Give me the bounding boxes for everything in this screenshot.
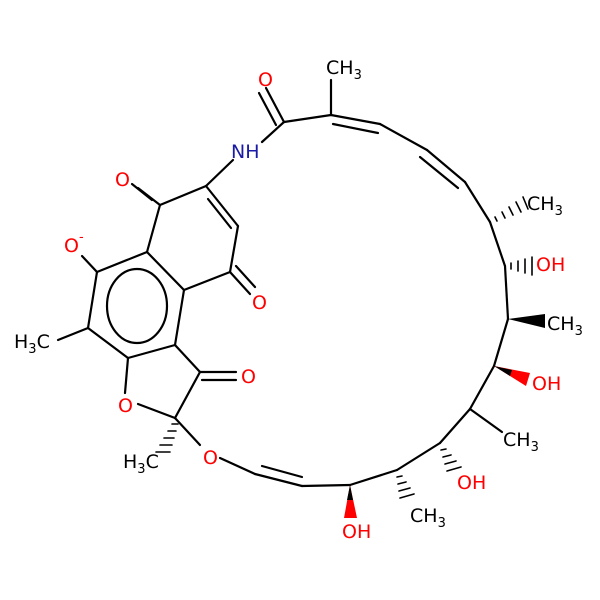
bond bbox=[158, 184, 208, 207]
bond bbox=[218, 456, 257, 476]
bond bbox=[80, 254, 99, 274]
bond bbox=[260, 120, 286, 144]
negative-charge: - bbox=[79, 230, 84, 245]
bond bbox=[418, 155, 460, 190]
hashed-bond bbox=[440, 448, 462, 472]
wedge-bond bbox=[347, 485, 353, 500]
hashed-bond bbox=[494, 196, 529, 222]
bond bbox=[86, 270, 99, 330]
bond bbox=[331, 122, 380, 135]
bond bbox=[468, 364, 496, 411]
label-layer: CH3 O NH O O - O H3C O O H3C O CH3 OH CH… bbox=[14, 57, 583, 543]
bond bbox=[86, 326, 130, 360]
bond-layer bbox=[56, 78, 545, 518]
oxygen-label-furanone: O bbox=[241, 366, 256, 388]
bond bbox=[492, 317, 510, 368]
methyl-label-left: H3C bbox=[14, 331, 50, 357]
bond bbox=[206, 197, 233, 230]
bond bbox=[463, 180, 492, 224]
hashed-bond bbox=[155, 423, 179, 453]
hashed-bond bbox=[510, 256, 533, 276]
aromatic-circle bbox=[105, 267, 169, 345]
bond bbox=[257, 91, 278, 127]
bond bbox=[56, 326, 90, 342]
bond bbox=[204, 184, 240, 228]
wedge-bond bbox=[494, 366, 512, 376]
bond bbox=[488, 220, 507, 268]
methyl-label-top: CH3 bbox=[326, 57, 362, 83]
bond bbox=[182, 270, 232, 292]
bond bbox=[253, 472, 304, 488]
bond bbox=[503, 264, 510, 321]
bond bbox=[395, 441, 442, 472]
bond bbox=[260, 464, 304, 479]
bond bbox=[173, 370, 202, 420]
bond bbox=[173, 416, 202, 447]
bond bbox=[300, 483, 352, 488]
bond bbox=[348, 468, 399, 487]
bond bbox=[468, 407, 504, 434]
bond bbox=[173, 343, 202, 374]
bond bbox=[173, 288, 186, 347]
bond bbox=[438, 407, 472, 445]
bond bbox=[264, 86, 286, 124]
oxygen-label-quinone-right: O bbox=[252, 292, 267, 314]
bond bbox=[234, 264, 257, 289]
bond bbox=[123, 356, 130, 395]
methyl-label-quaternary: H3C bbox=[123, 451, 159, 477]
hydroxyl-label-1: OH bbox=[536, 254, 565, 276]
bond bbox=[425, 148, 467, 184]
bond bbox=[282, 113, 333, 124]
oxygen-label-ring: O bbox=[118, 395, 133, 417]
bond bbox=[145, 203, 162, 254]
nitrogen-label-nh: NH bbox=[231, 141, 260, 163]
bond bbox=[145, 250, 186, 292]
methyl-label-c3: CH3 bbox=[503, 429, 539, 455]
oxygen-label-phenoxide: O bbox=[64, 235, 79, 257]
methyl-label-c1: CH3 bbox=[527, 193, 563, 219]
bond bbox=[130, 182, 154, 202]
bond bbox=[228, 224, 240, 274]
oxygen-label-amide: O bbox=[258, 69, 273, 91]
hydroxyl-label-3: OH bbox=[457, 472, 486, 494]
methyl-label-c4: CH3 bbox=[410, 505, 446, 531]
bond bbox=[136, 402, 177, 420]
wedge-bond bbox=[508, 314, 545, 328]
hydroxyl-label-4: OH bbox=[342, 521, 371, 543]
hydroxyl-label-2: OH bbox=[532, 373, 561, 395]
bond bbox=[126, 343, 177, 360]
oxygen-label-quinone-top: O bbox=[115, 169, 130, 191]
hashed-bond bbox=[396, 475, 415, 499]
bond bbox=[228, 270, 252, 296]
bond bbox=[378, 122, 429, 152]
oxygen-label-ether: O bbox=[203, 447, 218, 469]
bond bbox=[95, 250, 149, 274]
bond bbox=[204, 158, 235, 188]
methyl-label-c2: CH3 bbox=[547, 313, 583, 339]
bond bbox=[329, 113, 382, 126]
wedge-bond bbox=[344, 485, 357, 518]
